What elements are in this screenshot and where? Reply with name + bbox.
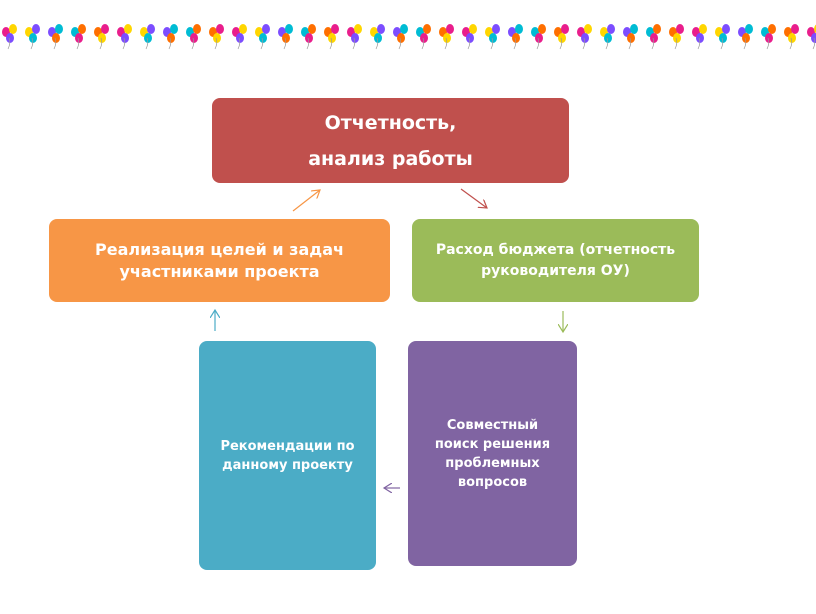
box-budget-label: Расход бюджета (отчетность руководителя … [435,241,676,279]
balloon-cluster-icon [324,24,339,50]
balloon-cluster-icon [669,24,684,50]
balloon-cluster-icon [186,24,201,50]
balloon-cluster-icon [761,24,776,50]
balloon-cluster-icon [715,24,730,50]
balloon-cluster-icon [94,24,109,50]
balloon-cluster-icon [485,24,500,50]
balloon-cluster-icon [232,24,247,50]
box-goals-implementation: Реализация целей и задач участниками про… [49,219,390,302]
balloons-border [2,24,816,50]
balloon-cluster-icon [25,24,40,50]
arrow-left-to-top [292,190,320,212]
balloon-cluster-icon [439,24,454,50]
box-reporting-line1: Отчетность, [324,111,457,134]
balloon-cluster-icon [623,24,638,50]
balloon-cluster-icon [508,24,523,50]
box-reporting-analysis: Отчетность, анализ работы [212,98,569,183]
box-budget-expenses: Расход бюджета (отчетность руководителя … [412,219,699,302]
arrow-top-to-right [460,188,487,208]
balloon-cluster-icon [554,24,569,50]
balloon-cluster-icon [347,24,362,50]
balloon-cluster-icon [462,24,477,50]
balloon-cluster-icon [117,24,132,50]
box-goals-label: Реализация целей и задач участниками про… [95,239,344,281]
balloon-cluster-icon [784,24,799,50]
balloon-cluster-icon [646,24,661,50]
box-recommendations-label: Рекомендации по данному проекту [220,438,355,473]
balloon-cluster-icon [577,24,592,50]
balloon-cluster-icon [600,24,615,50]
balloon-cluster-icon [2,24,17,50]
box-reporting-line2: анализ работы [308,147,473,170]
balloon-cluster-icon [531,24,546,50]
box-recommendations: Рекомендации по данному проекту [199,341,376,570]
balloon-cluster-icon [416,24,431,50]
balloon-cluster-icon [370,24,385,50]
balloon-cluster-icon [692,24,707,50]
balloon-cluster-icon [140,24,155,50]
balloon-cluster-icon [71,24,86,50]
balloon-cluster-icon [255,24,270,50]
box-joint-solution: Совместный поиск решения проблемных вопр… [408,341,577,566]
balloon-cluster-icon [48,24,63,50]
balloon-cluster-icon [301,24,316,50]
balloon-cluster-icon [163,24,178,50]
balloon-cluster-icon [738,24,753,50]
box-joint-solution-label: Совместный поиск решения проблемных вопр… [434,417,551,490]
balloon-cluster-icon [209,24,224,50]
balloon-cluster-icon [393,24,408,50]
balloon-cluster-icon [278,24,293,50]
